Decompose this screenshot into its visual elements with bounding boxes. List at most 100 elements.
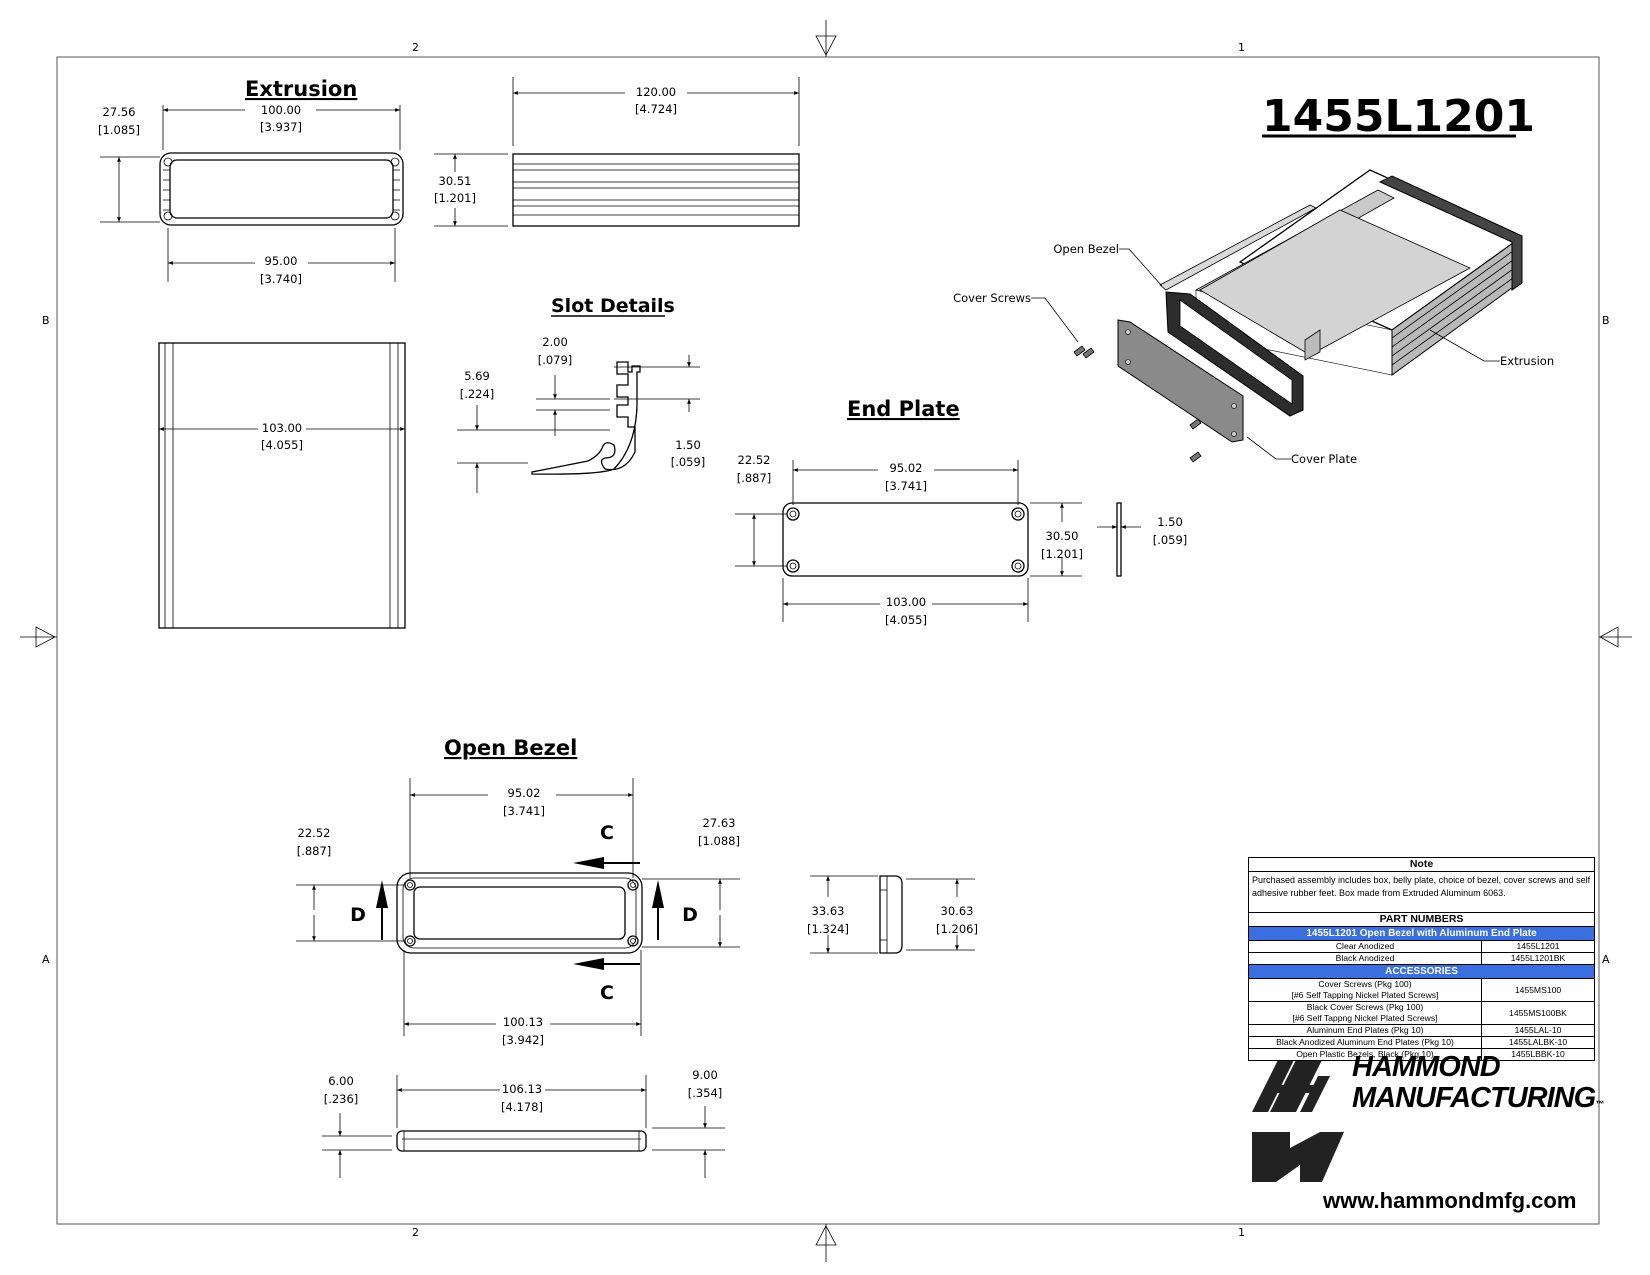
dim-end-plate-height: 30.50	[1046, 529, 1079, 543]
logo-tm: ™	[1595, 1099, 1604, 1109]
dim-bezel-inner-h-in: [1.206]	[936, 922, 978, 936]
logo-line1: HAMMOND	[1352, 1051, 1501, 1083]
dim-bezel-depth-in: [.236]	[324, 1092, 359, 1106]
table-row: Black Anodized Aluminum End Plates (Pkg …	[1249, 1036, 1594, 1049]
part-number-title: 1455L1201	[1262, 91, 1535, 142]
dim-extrusion-side-height-in: [1.201]	[434, 191, 476, 205]
dim-end-plate-thick-in: [.059]	[1153, 533, 1188, 547]
end-plate-title: End Plate	[847, 397, 960, 421]
accessories-header: ACCESSORIES	[1249, 964, 1594, 979]
dim-end-plate-hole-span-in: [3.741]	[885, 479, 927, 493]
acc-pn: 1455LAL-10	[1481, 1024, 1594, 1037]
table-row: Cover Screws (Pkg 100)[#6 Self Tapping N…	[1249, 979, 1594, 1002]
zone-left-b: B	[42, 314, 50, 327]
dim-bezel-inner-w: 100.13	[503, 1015, 543, 1029]
dim-bezel-lip-in: [.354]	[688, 1086, 723, 1100]
accessories-table: Cover Screws (Pkg 100)[#6 Self Tapping N…	[1249, 979, 1594, 1060]
zone-right-b: B	[1602, 314, 1610, 327]
dim-extrusion-side-height: 30.51	[439, 174, 472, 188]
pn-desc: Clear Anodized	[1249, 941, 1482, 953]
section-c-top: C	[600, 822, 614, 844]
centering-marks	[20, 20, 1632, 1262]
callout-cover-screws: Cover Screws	[953, 291, 1031, 305]
slot-details-title: Slot Details	[551, 295, 675, 317]
zone-bottom-1: 1	[1238, 1226, 1245, 1239]
callout-extrusion: Extrusion	[1500, 354, 1554, 368]
dim-end-plate-width: 103.00	[886, 595, 926, 609]
assembly-isometric-view	[1031, 169, 1523, 463]
acc-desc: Aluminum End Plates (Pkg 10)	[1249, 1024, 1482, 1037]
pn-number: 1455L1201BK	[1510, 953, 1566, 963]
hammond-logo-mark	[1252, 1060, 1344, 1182]
dim-slot-depth-in: [.224]	[460, 387, 495, 401]
dim-bezel-inner-w-in: [3.942]	[502, 1033, 544, 1047]
slot-details-view: Slot Details 1.50 [.059] 2.00 [.079] 5.6…	[457, 295, 705, 493]
part-numbers-subheader: 1455L1201 Open Bezel with Aluminum End P…	[1249, 927, 1594, 941]
table-row: Black Anodized 1455L1201BK	[1249, 952, 1594, 964]
acc-desc: Black Cover Screws (Pkg 100)	[1306, 1002, 1424, 1012]
dim-bezel-hole-v-in: [.887]	[297, 844, 332, 858]
extrusion-top-view: 103.00 [4.055]	[158, 342, 406, 629]
extrusion-section-view: Extrusion 100.00 [3.937] 27.56 [1.085] 9…	[98, 77, 404, 286]
acc-desc: Cover Screws (Pkg 100)	[1318, 979, 1412, 989]
dim-slot-depth: 5.69	[464, 369, 490, 383]
dim-bezel-inner-h: 30.63	[941, 904, 974, 918]
dim-extrusion-inner-in: [3.740]	[260, 272, 302, 286]
callout-cover-plate: Cover Plate	[1291, 452, 1357, 466]
website-link[interactable]: www.hammondmfg.com	[1323, 1188, 1577, 1213]
note-text: Purchased assembly includes box, belly p…	[1249, 872, 1594, 913]
dim-extrusion-height: 27.56	[103, 105, 136, 119]
end-plate-view: End Plate 95.02 [3.741] 22.52 [.887] 30.…	[735, 397, 1187, 627]
dim-end-plate-height-in: [1.201]	[1041, 547, 1083, 561]
dim-bezel-outer-h: 33.63	[812, 904, 845, 918]
section-c-bottom: C	[600, 982, 614, 1004]
section-d-right: D	[682, 904, 698, 926]
dim-bezel-hole-span: 95.02	[508, 786, 541, 800]
dim-bezel-lip: 9.00	[692, 1068, 718, 1082]
zone-top-2: 2	[412, 41, 419, 54]
zone-bottom-2: 2	[412, 1226, 419, 1239]
dim-end-plate-thick: 1.50	[1157, 515, 1183, 529]
dim-bezel-total-w-in: [4.178]	[501, 1100, 543, 1114]
dim-end-plate-hole-span: 95.02	[890, 461, 923, 475]
extrusion-side-view: 120.00 [4.724] 30.51 [1.201]	[434, 77, 800, 227]
dim-end-plate-width-in: [4.055]	[885, 613, 927, 627]
table-row: Black Cover Screws (Pkg 100)[#6 Self Tap…	[1249, 1001, 1594, 1025]
acc-pn: 1455MS100BK	[1481, 1001, 1594, 1025]
open-bezel-title: Open Bezel	[444, 736, 577, 760]
pn-number: 1455L1201	[1481, 941, 1594, 953]
zone-right-a: A	[1602, 953, 1610, 966]
zone-top-1: 1	[1238, 41, 1245, 54]
dim-bezel-total-w: 106.13	[502, 1082, 542, 1096]
open-bezel-view: Open Bezel 95.02 [3.741] 22.52 [.887] 27…	[296, 736, 978, 1178]
dim-bezel-section-h: 27.63	[703, 816, 736, 830]
hammond-logo-text: HAMMOND MANUFACTURING™	[1352, 1051, 1604, 1120]
dim-extrusion-inner: 95.00	[265, 254, 298, 268]
dim-extrusion-bottom: 103.00	[262, 421, 302, 435]
sheet-border	[56, 56, 1600, 1225]
callout-open-bezel: Open Bezel	[1053, 242, 1119, 256]
title-block: Note Purchased assembly includes box, be…	[1248, 857, 1595, 1061]
dim-bezel-hole-span-in: [3.741]	[503, 804, 545, 818]
acc-desc: Open Plastic Bezels, Black (Pkg 10)	[1249, 1048, 1482, 1060]
pn-desc: Black Anodized	[1249, 952, 1482, 964]
logo-line2: MANUFACTURING	[1352, 1082, 1596, 1114]
acc-pn: 1455MS100	[1481, 979, 1594, 1002]
dim-extrusion-height-in: [1.085]	[98, 123, 140, 137]
acc-desc-2: [#6 Self Tapping Nickel Plated Screws]	[1291, 990, 1439, 1000]
dim-extrusion-width: 100.00	[261, 103, 301, 117]
dim-bezel-hole-v: 22.52	[298, 826, 331, 840]
acc-pn: 1455LBBK-10	[1511, 1049, 1565, 1059]
table-row: Aluminum End Plates (Pkg 10)1455LAL-10	[1249, 1024, 1594, 1037]
extrusion-title: Extrusion	[245, 77, 357, 101]
dim-slot-width: 2.00	[542, 335, 568, 349]
dim-extrusion-bottom-in: [4.055]	[261, 438, 303, 452]
part-numbers-header: PART NUMBERS	[1249, 913, 1594, 927]
dim-slot-wall-in: [.059]	[671, 455, 706, 469]
zone-left-a: A	[42, 953, 50, 966]
note-header: Note	[1249, 858, 1594, 872]
dim-bezel-depth: 6.00	[328, 1074, 354, 1088]
